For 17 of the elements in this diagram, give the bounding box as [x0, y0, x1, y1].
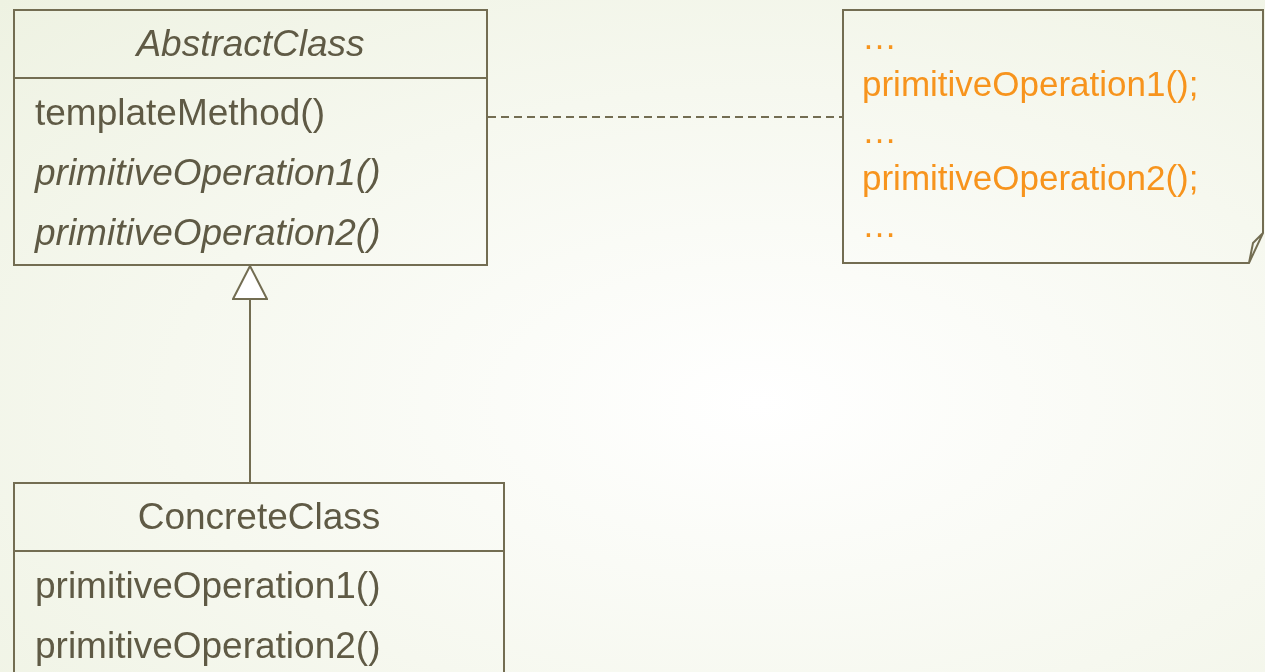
connector-line — [487, 116, 843, 118]
method-name: primitiveOperation1() — [35, 564, 381, 608]
note-text: primitiveOperation2(); — [862, 157, 1199, 199]
note-text: … — [862, 204, 897, 246]
class-box — [13, 482, 505, 672]
note-box — [842, 9, 1264, 264]
inheritance-arrow — [232, 265, 268, 483]
class-name: AbstractClass — [136, 22, 365, 66]
note-text: … — [862, 16, 897, 58]
method-name: primitiveOperation2() — [35, 624, 381, 668]
note-text: … — [862, 110, 897, 152]
method-name: templateMethod() — [35, 91, 325, 135]
class-name: ConcreteClass — [137, 495, 381, 539]
note-text: primitiveOperation1(); — [862, 63, 1199, 105]
method-name: primitiveOperation2() — [35, 211, 381, 255]
method-name: primitiveOperation1() — [35, 151, 381, 195]
class-box — [13, 9, 488, 266]
